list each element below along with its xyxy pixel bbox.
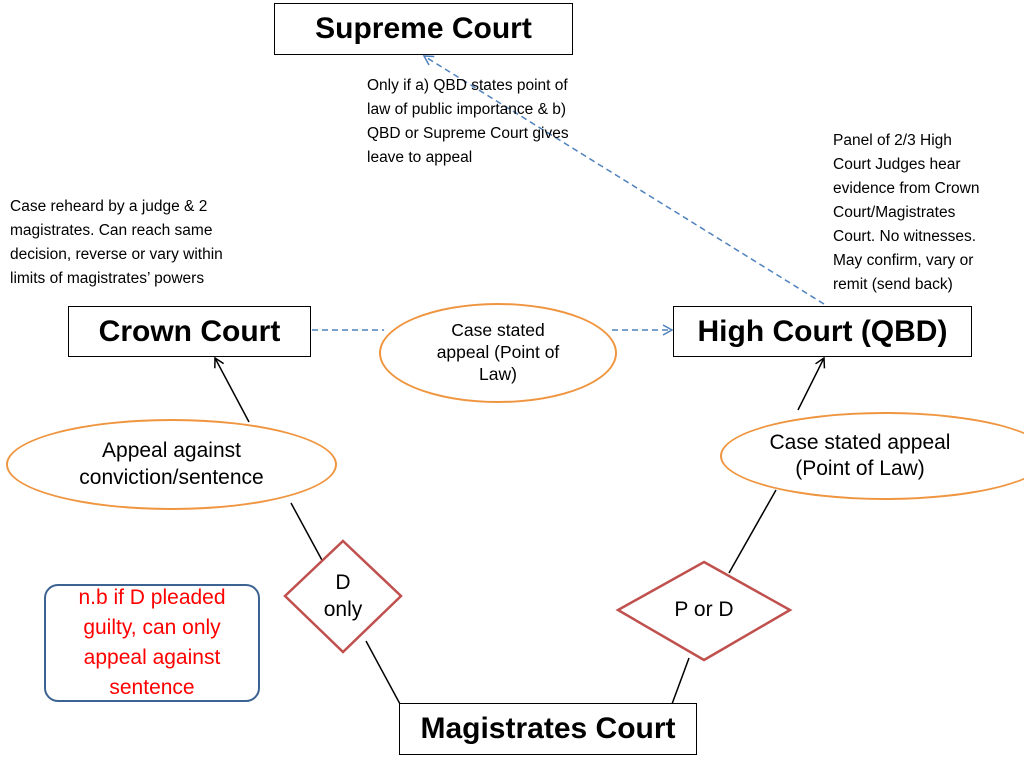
line-d-diamond-to-appeal-ellipse bbox=[290, 502, 324, 563]
case-stated-center-ellipse: Case stated appeal (Point of Law) bbox=[379, 303, 617, 403]
high-court-label: High Court (QBD) bbox=[697, 314, 948, 348]
nb-line-2: guilty, can only bbox=[83, 616, 221, 639]
crown-court-rehearing-note: Case reheard by a judge & 2 magistrates.… bbox=[10, 195, 285, 291]
supreme-note-line-3: QBD or Supreme Court gives bbox=[367, 125, 569, 142]
panel-note-line-4: Court/Magistrates bbox=[833, 204, 956, 221]
case-stated-center-line-3: Law) bbox=[479, 363, 517, 384]
d-only-line-2: only bbox=[323, 598, 363, 621]
crown-note-line-4: limits of magistrates’ powers bbox=[10, 270, 205, 287]
supreme-note-line-4: leave to appeal bbox=[367, 149, 473, 166]
panel-note-line-6: May confirm, vary or bbox=[833, 252, 974, 269]
nb-line-3: appeal against bbox=[83, 646, 221, 669]
line-magistrates-to-p-or-d-diamond bbox=[671, 657, 690, 705]
p-or-d-label: P or D bbox=[640, 592, 768, 628]
crown-note-line-1: Case reheard by a judge & 2 bbox=[10, 198, 208, 215]
supreme-note-line-1: Only if a) QBD states point of bbox=[367, 77, 568, 94]
d-only-label: D only bbox=[300, 565, 386, 627]
case-stated-center-line-2: appeal (Point of bbox=[436, 342, 560, 363]
supreme-court-box: Supreme Court bbox=[274, 3, 573, 55]
line-p-or-d-diamond-to-case-stated-ellipse bbox=[728, 489, 777, 574]
crown-court-label: Crown Court bbox=[98, 314, 281, 348]
case-stated-right-line-1: Case stated appeal bbox=[769, 430, 951, 454]
case-stated-right-line-2: (Point of Law) bbox=[795, 457, 925, 480]
arrow-case-stated-ellipse-to-high-court bbox=[797, 356, 826, 411]
supreme-court-label: Supreme Court bbox=[315, 12, 532, 45]
nb-guilty-plea-note: n.b if D pleaded guilty, can only appeal… bbox=[44, 584, 260, 702]
crown-note-line-2: magistrates. Can reach same bbox=[10, 222, 213, 239]
supreme-court-condition-note: Only if a) QBD states point of law of pu… bbox=[367, 74, 627, 170]
high-court-box: High Court (QBD) bbox=[673, 306, 972, 357]
magistrates-court-label: Magistrates Court bbox=[420, 712, 676, 745]
nb-line-1: n.b if D pleaded bbox=[78, 586, 226, 609]
arrow-appeal-ellipse-to-crown-court bbox=[214, 356, 250, 423]
panel-note-line-1: Panel of 2/3 High bbox=[833, 132, 952, 149]
d-only-line-1: D bbox=[335, 570, 351, 594]
supreme-note-line-2: law of public importance & b) bbox=[367, 101, 567, 118]
crown-note-line-3: decision, reverse or vary within bbox=[10, 246, 223, 263]
nb-line-4: sentence bbox=[109, 676, 195, 699]
panel-note-line-2: Court Judges hear bbox=[833, 156, 961, 173]
case-stated-right-ellipse: Case stated appeal (Point of Law) bbox=[720, 412, 1024, 500]
p-or-d-line-1: P or D bbox=[674, 598, 734, 622]
appeal-conviction-ellipse: Appeal against conviction/sentence bbox=[6, 419, 337, 510]
p-or-d-diamond bbox=[615, 560, 793, 662]
line-magistrates-to-d-diamond bbox=[365, 640, 401, 705]
high-court-panel-note: Panel of 2/3 High Court Judges hear evid… bbox=[833, 129, 1021, 297]
panel-note-line-5: Court. No witnesses. bbox=[833, 228, 976, 245]
appeal-conviction-line-1: Appeal against bbox=[102, 439, 241, 463]
crown-court-box: Crown Court bbox=[68, 306, 311, 357]
case-stated-center-line-1: Case stated bbox=[451, 320, 545, 341]
d-only-diamond bbox=[283, 539, 403, 654]
dashed-arrow-high-court-to-supreme-court bbox=[422, 55, 825, 305]
panel-note-line-3: evidence from Crown bbox=[833, 180, 980, 197]
panel-note-line-7: remit (send back) bbox=[833, 276, 953, 293]
appeal-conviction-line-2: conviction/sentence bbox=[79, 465, 264, 489]
magistrates-court-box: Magistrates Court bbox=[399, 703, 697, 755]
